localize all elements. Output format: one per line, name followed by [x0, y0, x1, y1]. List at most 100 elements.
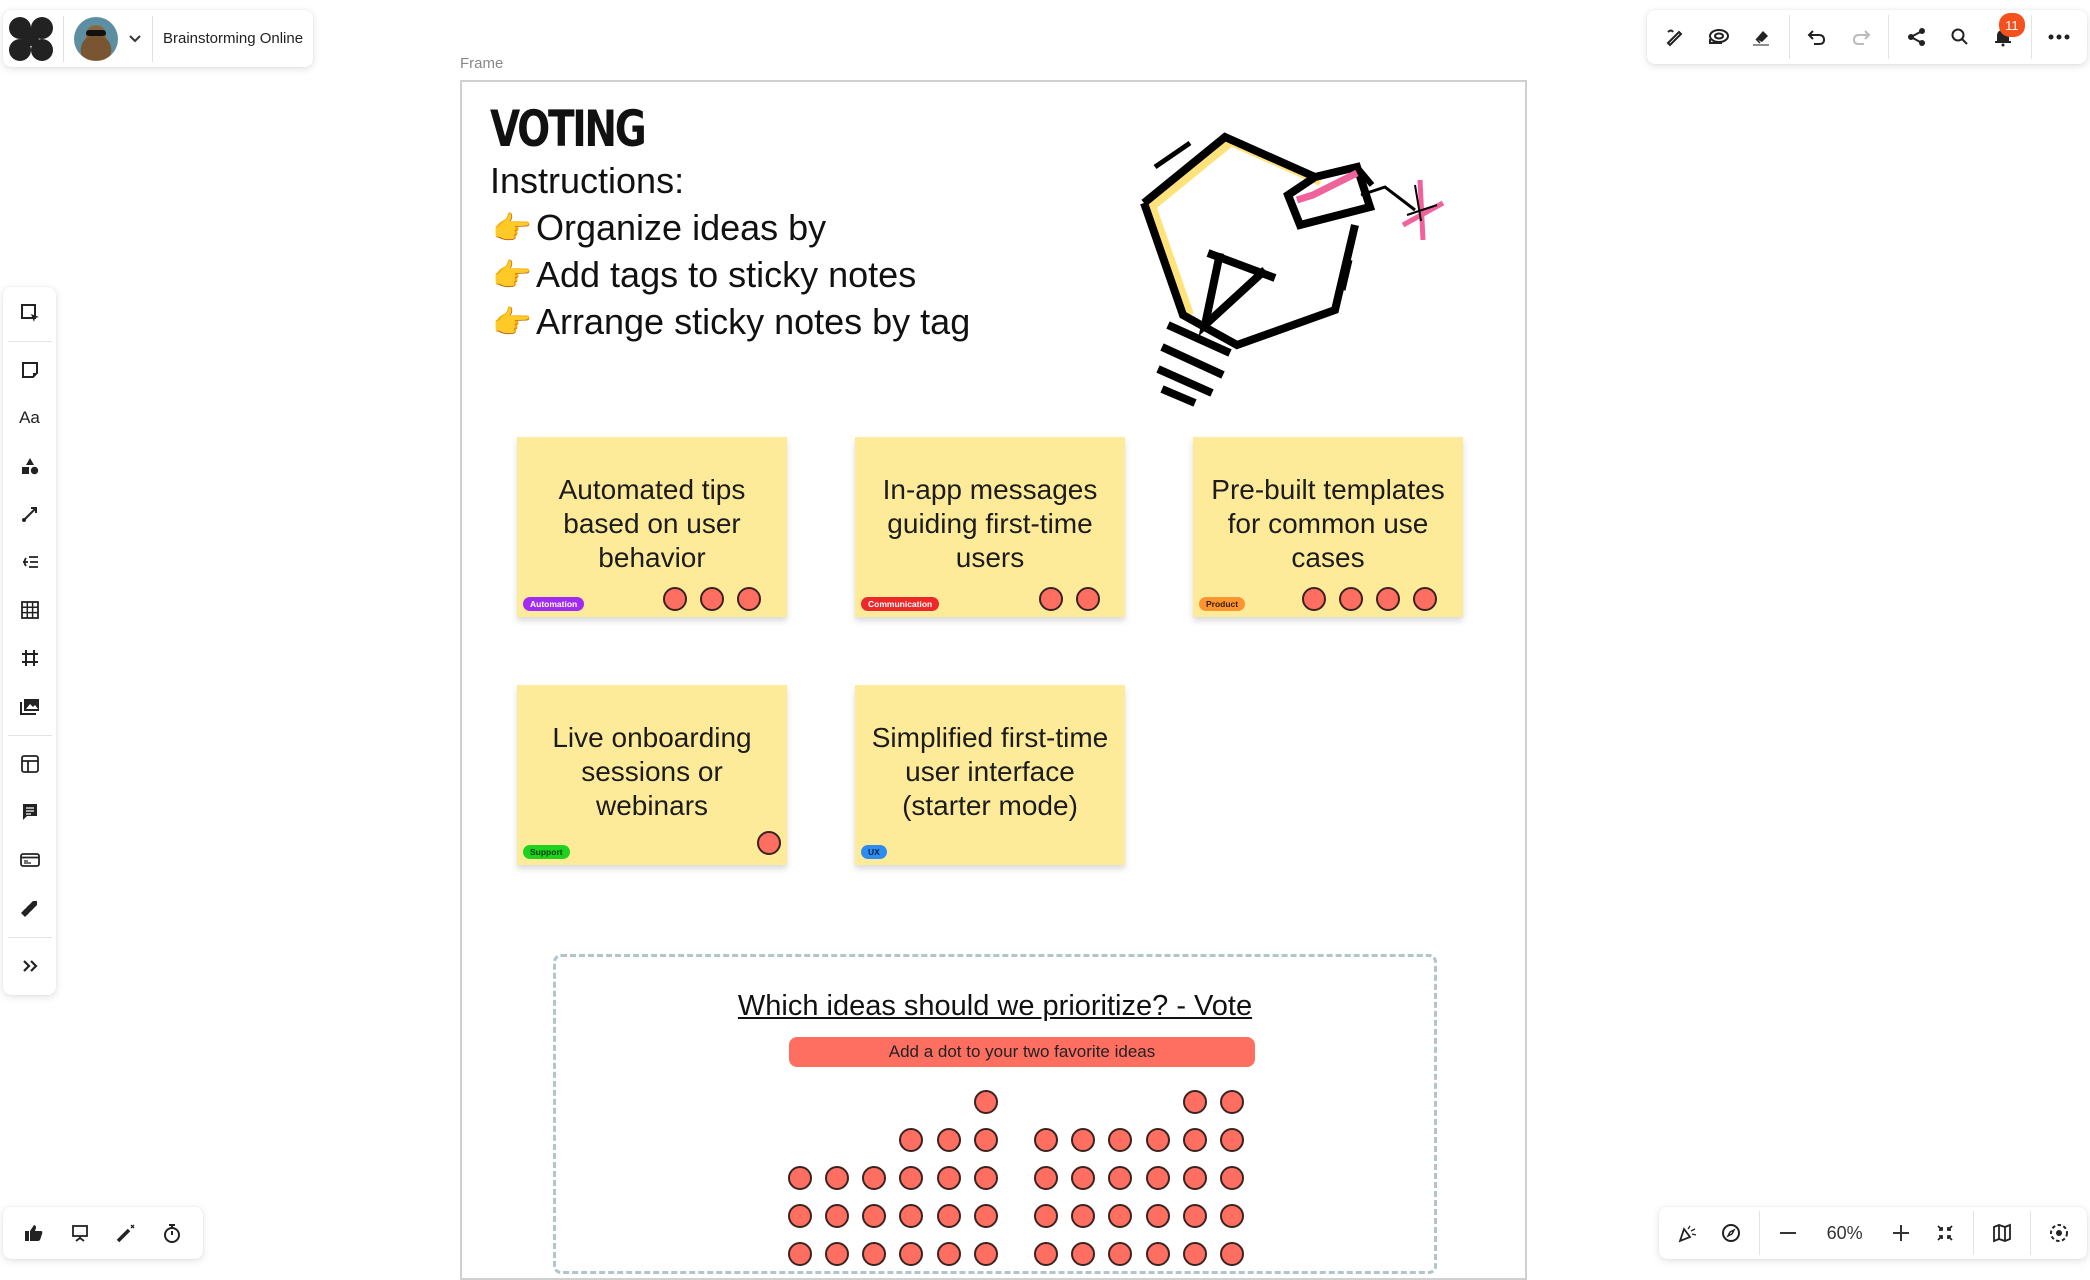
frame-icon[interactable] — [10, 639, 50, 678]
vote-dot[interactable] — [1183, 1090, 1207, 1114]
avatar[interactable] — [74, 16, 118, 61]
sticky-note[interactable]: In-app messages guiding first-time users… — [855, 437, 1125, 617]
vote-dot[interactable] — [937, 1242, 961, 1266]
vote-dot[interactable] — [1146, 1242, 1170, 1266]
templates-icon[interactable] — [10, 745, 50, 784]
vote-dot[interactable] — [974, 1242, 998, 1266]
search-icon[interactable] — [1938, 15, 1981, 59]
zoom-in-icon[interactable] — [1879, 1211, 1923, 1255]
vote-dot[interactable] — [862, 1166, 886, 1190]
vote-dot[interactable] — [1108, 1166, 1132, 1190]
vote-dot[interactable] — [788, 1166, 812, 1190]
undo-icon[interactable] — [1796, 15, 1839, 59]
vote-dot[interactable] — [1220, 1090, 1244, 1114]
app-logo-icon[interactable] — [7, 14, 57, 64]
vote-dot[interactable] — [899, 1204, 923, 1228]
vote-dot[interactable] — [1220, 1166, 1244, 1190]
more-options-icon[interactable] — [2038, 15, 2081, 59]
thumbs-up-vote-icon[interactable] — [12, 1211, 56, 1255]
presentation-icon[interactable] — [58, 1211, 102, 1255]
vote-dot[interactable] — [1034, 1166, 1058, 1190]
vote-dot[interactable] — [974, 1128, 998, 1152]
vote-dot[interactable] — [700, 587, 724, 611]
vote-dot[interactable] — [1071, 1128, 1095, 1152]
vote-dot[interactable] — [1183, 1204, 1207, 1228]
vote-dot[interactable] — [1220, 1204, 1244, 1228]
eraser-icon[interactable] — [1739, 15, 1782, 59]
vote-dot[interactable] — [1339, 587, 1363, 611]
vote-dot[interactable] — [1302, 587, 1326, 611]
comment-icon[interactable] — [10, 793, 50, 832]
vote-dot[interactable] — [937, 1128, 961, 1152]
vote-dot[interactable] — [1076, 587, 1100, 611]
vote-dot[interactable] — [1146, 1128, 1170, 1152]
compass-navigate-icon[interactable] — [1709, 1211, 1753, 1255]
media-upload-icon[interactable] — [10, 687, 50, 726]
vote-dot[interactable] — [1034, 1204, 1058, 1228]
vote-dot[interactable] — [788, 1242, 812, 1266]
sticky-note-icon[interactable] — [10, 351, 50, 390]
select-tool-icon[interactable] — [10, 293, 50, 332]
vote-dot[interactable] — [899, 1128, 923, 1152]
share-icon[interactable] — [1895, 15, 1938, 59]
lightbulb-illustration-icon[interactable] — [1125, 125, 1465, 415]
voting-title[interactable]: VOTING — [490, 100, 647, 158]
vote-dot[interactable] — [862, 1242, 886, 1266]
vote-instruction-banner[interactable]: Add a dot to your two favorite ideas — [789, 1037, 1255, 1067]
sticky-note[interactable]: Pre-built templates for common use cases… — [1193, 437, 1463, 617]
vote-dot[interactable] — [1034, 1128, 1058, 1152]
vote-dot[interactable] — [1220, 1242, 1244, 1266]
vote-dot[interactable] — [1413, 587, 1437, 611]
vote-dot[interactable] — [1108, 1204, 1132, 1228]
instruction-item[interactable]: 👉 Arrange sticky notes by tag — [492, 301, 970, 343]
shapes-icon[interactable] — [10, 447, 50, 486]
zoom-out-icon[interactable] — [1766, 1211, 1810, 1255]
redo-icon[interactable] — [1839, 15, 1882, 59]
vote-dot[interactable] — [1108, 1242, 1132, 1266]
vote-dot[interactable] — [974, 1166, 998, 1190]
vote-section-title[interactable]: Which ideas should we prioritize? - Vote — [737, 990, 1253, 1022]
vote-dot[interactable] — [825, 1166, 849, 1190]
sticky-note[interactable]: Automated tips based on user behavior Au… — [517, 437, 787, 617]
vote-dot[interactable] — [1183, 1128, 1207, 1152]
vote-dot[interactable] — [1376, 587, 1400, 611]
vote-dot[interactable] — [1071, 1242, 1095, 1266]
vote-dot[interactable] — [1220, 1128, 1244, 1152]
pen-icon[interactable] — [1653, 15, 1696, 59]
timer-icon[interactable] — [150, 1211, 194, 1255]
chevron-down-icon[interactable] — [122, 26, 148, 52]
vote-dot[interactable] — [663, 587, 687, 611]
magic-wand-icon[interactable] — [104, 1211, 148, 1255]
sticky-note[interactable]: Simplified first-time user interface (st… — [855, 685, 1125, 865]
connector-arrow-icon[interactable] — [10, 495, 50, 534]
mindmap-icon[interactable] — [10, 543, 50, 582]
expand-toolbar-icon[interactable] — [10, 947, 50, 986]
vote-dot[interactable] — [937, 1204, 961, 1228]
text-tool-icon[interactable]: Aa — [19, 408, 40, 428]
vote-dot[interactable] — [1071, 1166, 1095, 1190]
vote-dot[interactable] — [825, 1242, 849, 1266]
vote-dot[interactable] — [899, 1242, 923, 1266]
tag-badge[interactable]: UX — [861, 845, 887, 859]
notifications-bell-icon[interactable]: 11 — [1982, 13, 2025, 59]
lasso-icon[interactable] — [1696, 15, 1739, 59]
frame[interactable] — [460, 80, 1527, 1280]
fit-to-screen-icon[interactable] — [1923, 1211, 1967, 1255]
tag-badge[interactable]: Communication — [861, 597, 940, 611]
vote-dot[interactable] — [737, 587, 761, 611]
card-icon[interactable] — [10, 841, 50, 880]
vote-dot[interactable] — [862, 1204, 886, 1228]
vote-dot[interactable] — [1108, 1128, 1132, 1152]
tag-badge[interactable]: Product — [1199, 597, 1246, 611]
instruction-item[interactable]: 👉 Organize ideas by — [492, 207, 826, 249]
board-title[interactable]: Brainstorming Online — [163, 30, 304, 47]
vote-dot[interactable] — [899, 1166, 923, 1190]
vote-dot[interactable] — [757, 831, 781, 855]
vote-dot[interactable] — [1034, 1242, 1058, 1266]
tag-badge[interactable]: Automation — [523, 597, 585, 611]
vote-dot[interactable] — [1146, 1166, 1170, 1190]
instruction-item[interactable]: 👉 Add tags to sticky notes — [492, 254, 916, 296]
vote-dot[interactable] — [1183, 1242, 1207, 1266]
table-icon[interactable] — [10, 591, 50, 630]
